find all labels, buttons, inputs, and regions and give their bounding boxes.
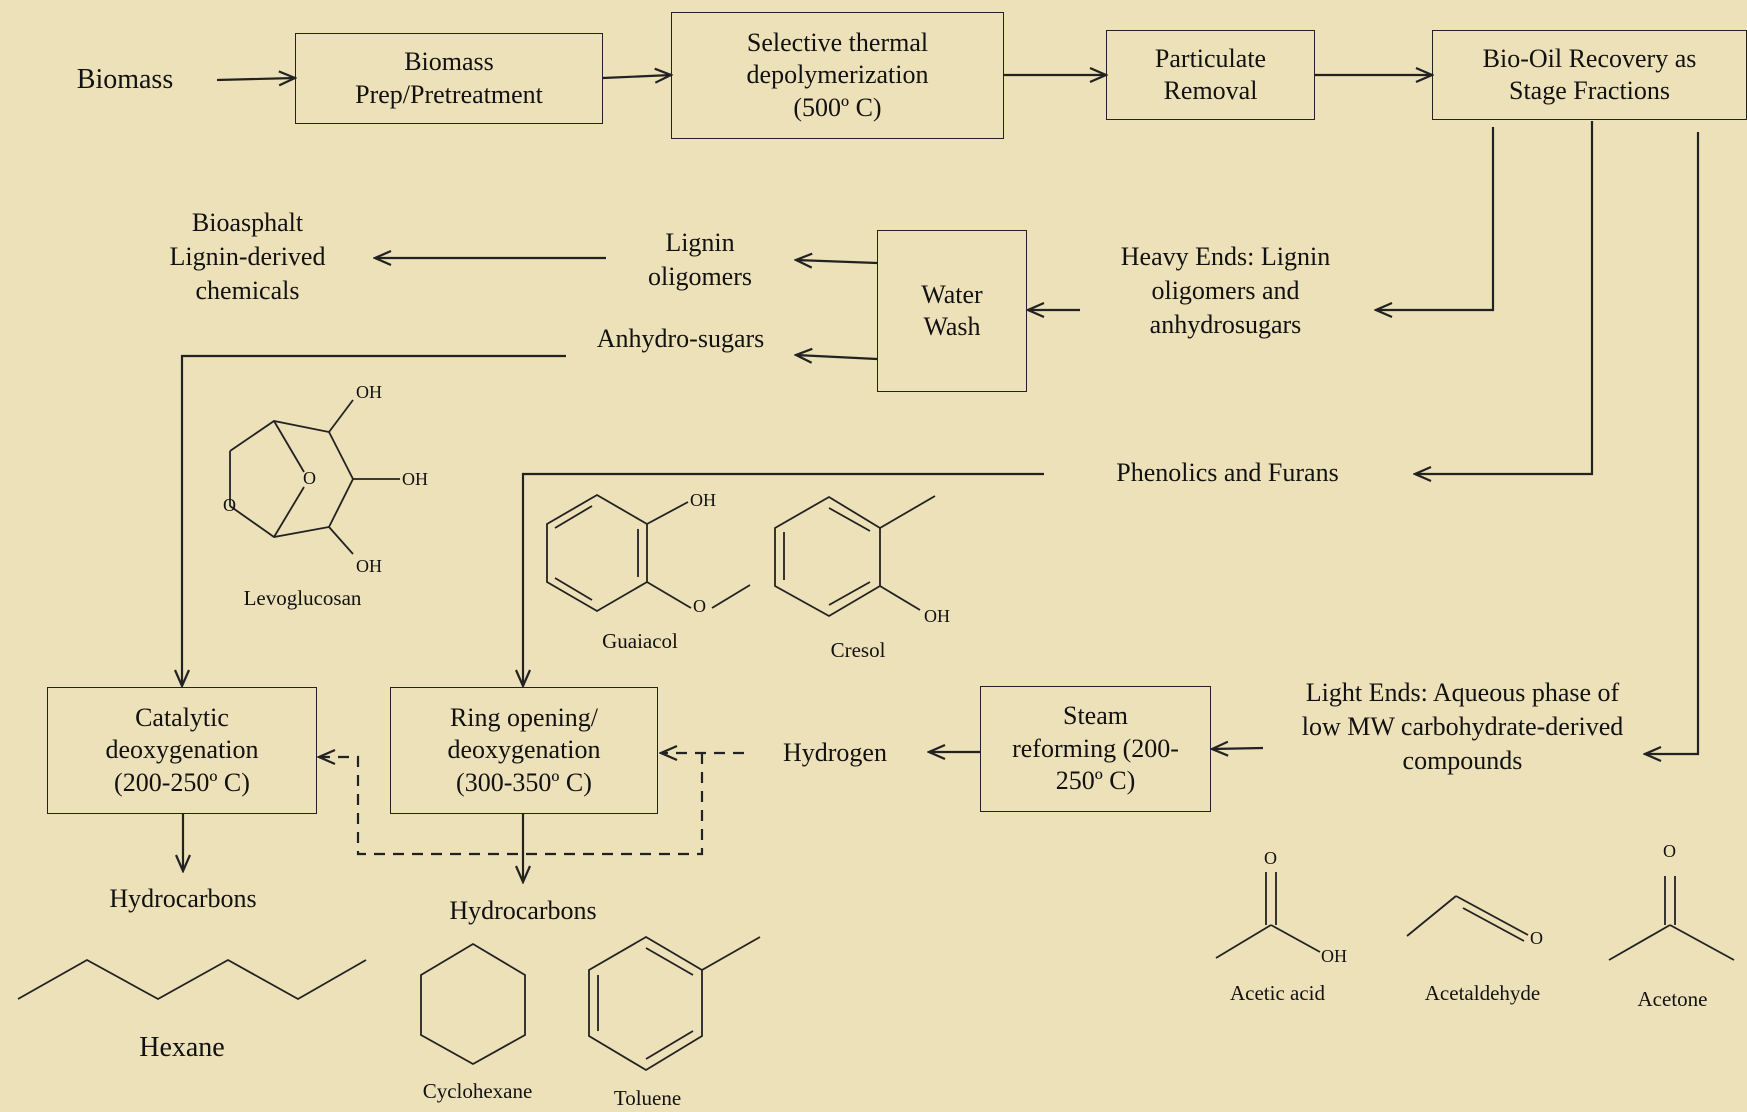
- ring-opening-box: Ring opening/ deoxygenation (300-350º C): [390, 687, 658, 814]
- arrow-prep-to-thermal: [602, 75, 671, 78]
- acetone-o: O: [1663, 841, 1676, 861]
- acetic-acid-caption: Acetic acid: [1229, 981, 1326, 1005]
- guaiacol-caption: Guaiacol: [602, 629, 678, 653]
- steam-reforming-label: Steam reforming (200-250º C): [1012, 701, 1179, 796]
- water-wash-box: Water Wash: [877, 230, 1027, 392]
- arrow-light-to-steam: [1212, 748, 1264, 749]
- thermal-depolymerization-label: Selective thermal depolymerization (500º…: [746, 27, 929, 122]
- thermal-depolymerization-box: Selective thermal depolymerization (500º…: [671, 12, 1004, 139]
- bio-oil-recovery-label: Bio-Oil Recovery as Stage Fractions: [1482, 43, 1697, 106]
- acetic-acid-o: O: [1264, 848, 1277, 868]
- cresol-structure: [774, 495, 936, 618]
- lignin-oligomers-label: Lignin oligomers: [648, 228, 752, 291]
- hydrocarbons-mid-label: Hydrocarbons: [449, 896, 597, 925]
- catalytic-deoxygenation-box: Catalytic deoxygenation (200-250º C): [47, 687, 317, 814]
- catalytic-deoxygenation-label: Catalytic deoxygenation (200-250º C): [105, 702, 259, 797]
- hexane-structure: [17, 958, 367, 1001]
- arrow-phenolics-to-ring: [523, 472, 1044, 686]
- anhydro-sugars-label: Anhydro-sugars: [596, 324, 765, 353]
- levoglucosan-o-bridge: O: [303, 468, 316, 488]
- cresol-caption: Cresol: [830, 638, 886, 662]
- arrow-wash-to-lignin: [796, 260, 878, 263]
- acetaldehyde-o: O: [1530, 928, 1543, 948]
- toluene-caption: Toluene: [613, 1086, 682, 1110]
- toluene-structure: [588, 935, 761, 1072]
- arrow-sugars-to-catalytic: [182, 354, 566, 686]
- dashed-hydrogen-to-catalytic: [319, 753, 704, 856]
- levoglucosan-oh-top: OH: [356, 382, 382, 402]
- levoglucosan-oh-bottom: OH: [356, 556, 382, 576]
- acetone-structure: [1608, 876, 1735, 961]
- biomass-prep-box: Biomass Prep/Pretreatment: [295, 33, 603, 124]
- arrow-wash-to-sugars: [796, 355, 878, 359]
- biomass-prep-label: Biomass Prep/Pretreatment: [355, 47, 543, 109]
- acetaldehyde-structure: [1406, 895, 1529, 942]
- acetic-acid-structure: [1215, 872, 1321, 959]
- hydrocarbons-left-label: Hydrocarbons: [109, 884, 257, 913]
- cyclohexane-structure: [420, 942, 526, 1066]
- levoglucosan-oh-right: OH: [402, 469, 428, 489]
- particulate-removal-label: Particulate Removal: [1154, 43, 1267, 106]
- acetaldehyde-caption: Acetaldehyde: [1424, 981, 1541, 1005]
- water-wash-label: Water Wash: [921, 279, 983, 342]
- acetone-caption: Acetone: [1637, 987, 1708, 1011]
- hexane-caption: Hexane: [139, 1032, 225, 1063]
- arrow-to-phenolics: [1415, 121, 1594, 474]
- arrow-to-heavy-ends: [1376, 127, 1495, 310]
- levoglucosan-structure: [229, 399, 400, 555]
- guaiacol-o: O: [693, 596, 706, 616]
- particulate-removal-box: Particulate Removal: [1106, 30, 1315, 120]
- phenolics-furans-label: Phenolics and Furans: [1116, 458, 1339, 487]
- levoglucosan-caption: Levoglucosan: [243, 586, 362, 610]
- steam-reforming-box: Steam reforming (200-250º C): [980, 686, 1211, 812]
- bio-oil-recovery-box: Bio-Oil Recovery as Stage Fractions: [1432, 30, 1747, 120]
- acetic-acid-oh: OH: [1321, 946, 1347, 966]
- bioasphalt-label: Bioasphalt Lignin-derived chemicals: [169, 208, 326, 305]
- arrow-biomass-to-prep: [216, 78, 295, 80]
- heavy-ends-label: Heavy Ends: Lignin oligomers and anhydro…: [1120, 242, 1331, 339]
- arrow-to-light-ends: [1645, 132, 1700, 754]
- hydrogen-label: Hydrogen: [783, 738, 887, 767]
- levoglucosan-o-ring: O: [223, 495, 236, 515]
- biomass-label: Biomass: [76, 64, 174, 95]
- ring-opening-label: Ring opening/ deoxygenation (300-350º C): [447, 702, 601, 797]
- cyclohexane-caption: Cyclohexane: [422, 1079, 533, 1103]
- cresol-oh: OH: [924, 606, 950, 626]
- light-ends-label: Light Ends: Aqueous phase of low MW carb…: [1301, 678, 1624, 775]
- guaiacol-structure: [546, 493, 751, 613]
- guaiacol-oh: OH: [690, 490, 716, 510]
